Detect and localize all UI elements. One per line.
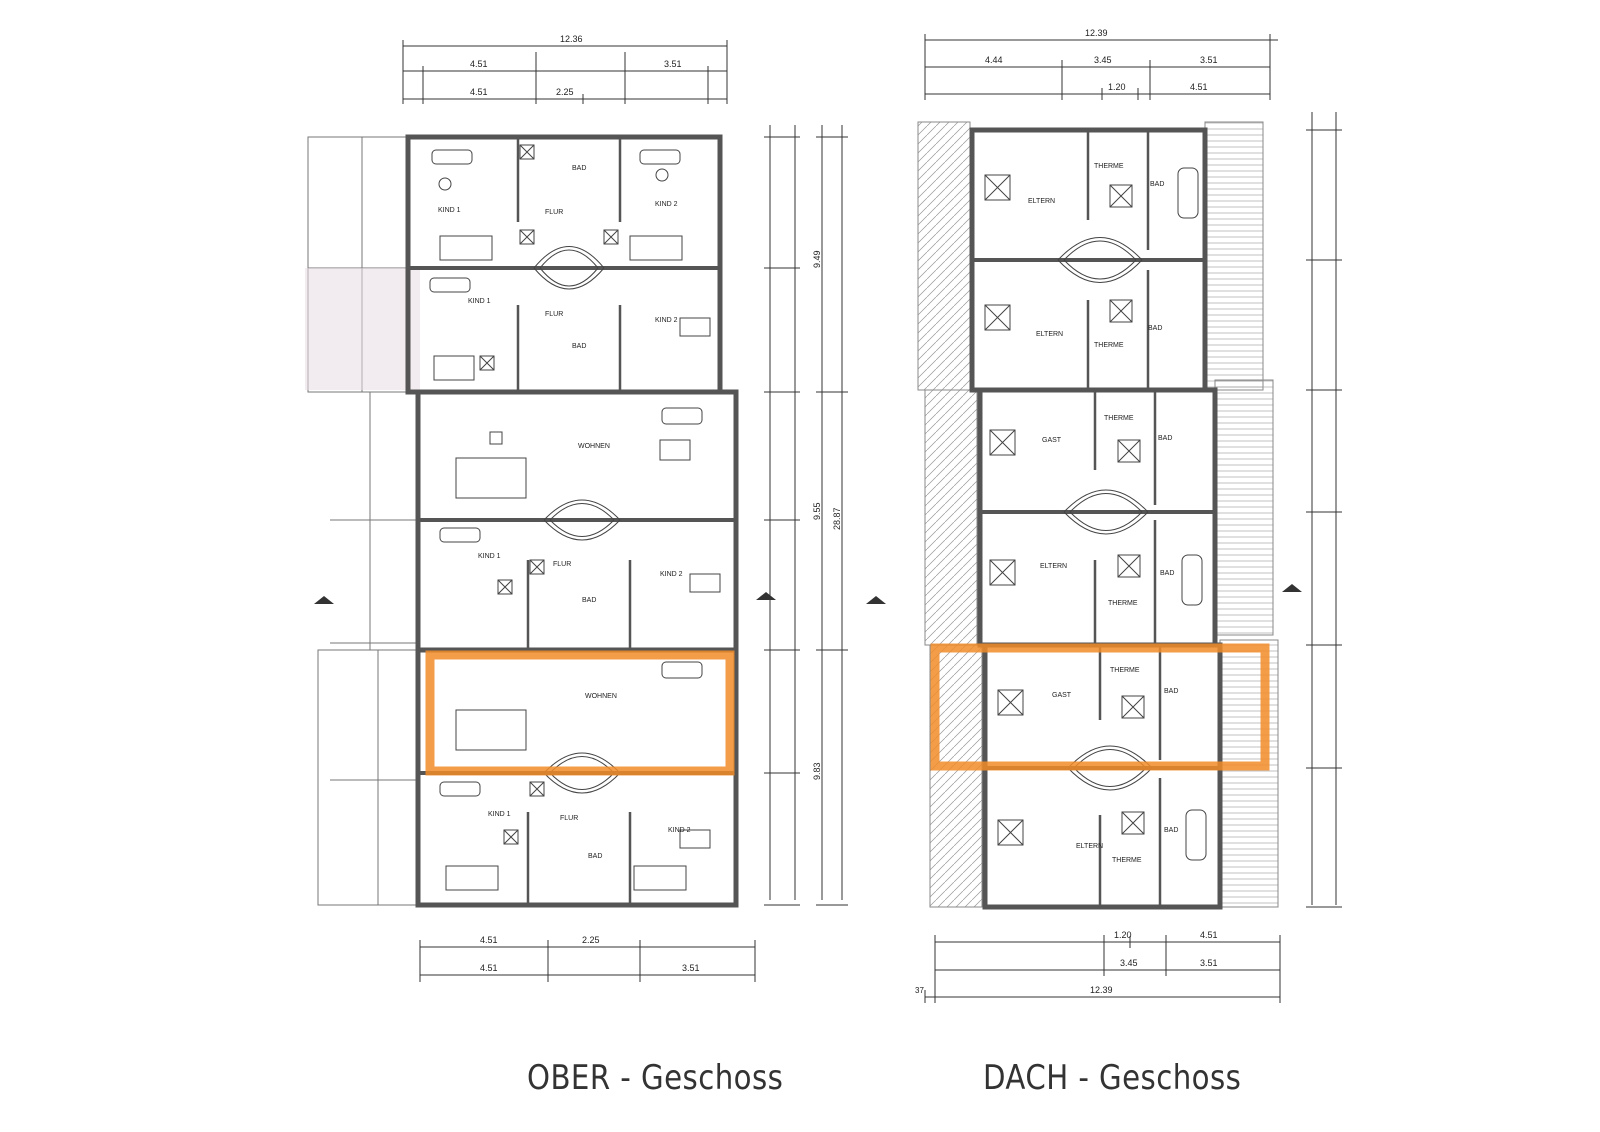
dach-bdim-r1-a: 1.20	[1114, 930, 1132, 940]
ober-side-dim-total: 28.87	[832, 507, 842, 530]
room-label: ELTERN	[1040, 563, 1067, 570]
ober-geschoss-plan: 12.36 4.51 3.51 4.51 2.25	[305, 34, 848, 982]
ober-side-dim-1: 9.49	[812, 250, 822, 268]
ober-dim-total: 12.36	[560, 34, 583, 44]
ober-furniture	[429, 149, 721, 891]
room-label: BAD	[1164, 827, 1178, 834]
room-label: THERME	[1108, 600, 1138, 607]
dach-building-walls	[969, 127, 1223, 910]
dach-dim-r2-b: 4.51	[1190, 82, 1208, 92]
dach-highlight-gast	[930, 643, 1270, 771]
room-label: THERME	[1094, 163, 1124, 170]
section-marker-icon	[1282, 584, 1302, 592]
room-label: WOHNEN	[578, 443, 610, 450]
ober-bdim-r2-a: 4.51	[480, 963, 498, 973]
dach-bdim-r1-b: 4.51	[1200, 930, 1218, 940]
room-label: KIND 2	[655, 201, 678, 208]
dach-party-walls	[972, 258, 1220, 770]
room-label: FLUR	[545, 209, 563, 216]
room-label: ELTERN	[1028, 198, 1055, 205]
ober-side-dim-3: 9.83	[812, 762, 822, 780]
section-marker-icon	[756, 592, 776, 600]
dach-stairs	[1057, 237, 1153, 791]
dach-dim-r1-c: 3.51	[1200, 55, 1218, 65]
section-marker-icon	[866, 596, 886, 604]
room-label: BAD	[572, 343, 586, 350]
dach-roof-slopes	[917, 121, 1279, 908]
room-label: GAST	[1052, 692, 1072, 699]
room-label: WOHNEN	[585, 693, 617, 700]
room-label: BAD	[1160, 570, 1174, 577]
ober-stairs	[533, 246, 621, 794]
ober-bdim-r1-b: 2.25	[582, 935, 600, 945]
room-label: KIND 1	[488, 811, 511, 818]
ober-dim-r2-b: 2.25	[556, 87, 574, 97]
dach-room-labels: ELTERN THERME BAD ELTERN THERME BAD GAST…	[1028, 163, 1178, 864]
dach-bdim-r2-b: 3.51	[1200, 958, 1218, 968]
dach-dim-r1-a: 4.44	[985, 55, 1003, 65]
ober-side-dimensions	[764, 125, 848, 906]
dach-storage-boxes	[984, 174, 1145, 846]
room-label: FLUR	[545, 311, 563, 318]
dach-dim-total: 12.39	[1085, 28, 1108, 38]
room-label: FLUR	[553, 561, 571, 568]
room-label: FLUR	[560, 815, 578, 822]
ober-balconies	[307, 136, 419, 906]
room-label: BAD	[572, 165, 586, 172]
room-label: KIND 2	[660, 571, 683, 578]
section-marker-icon	[314, 596, 334, 604]
dach-bathtubs	[1177, 167, 1207, 861]
room-label: BAD	[1164, 688, 1178, 695]
room-label: KIND 1	[438, 207, 461, 214]
room-label: KIND 2	[655, 317, 678, 324]
ober-dim-r2-a: 4.51	[470, 87, 488, 97]
room-label: BAD	[1150, 181, 1164, 188]
dach-bdim-total: 12.39	[1090, 985, 1113, 995]
dach-bdim-offset: 37	[915, 986, 924, 995]
room-label: BAD	[582, 597, 596, 604]
ober-dim-r1-b: 3.51	[664, 59, 682, 69]
ober-top-dimensions	[402, 40, 728, 104]
room-label: THERME	[1104, 415, 1134, 422]
dach-side-dimensions	[1306, 112, 1342, 908]
room-label: KIND 1	[468, 298, 491, 305]
room-label: BAD	[588, 853, 602, 860]
room-label: BAD	[1158, 435, 1172, 442]
ober-bdim-r2-b: 3.51	[682, 963, 700, 973]
dach-top-dimensions	[924, 34, 1278, 100]
dach-inner-walls	[1086, 130, 1162, 907]
room-label: THERME	[1094, 342, 1124, 349]
room-label: KIND 2	[668, 827, 691, 834]
ober-room-labels: KIND 1 FLUR BAD KIND 2 KIND 1 FLUR BAD K…	[438, 165, 691, 860]
ober-dim-r1-a: 4.51	[470, 59, 488, 69]
ober-bottom-dimensions	[419, 940, 756, 982]
room-label: KIND 1	[478, 553, 501, 560]
ober-stain	[305, 268, 420, 390]
dach-geschoss-plan: 12.39 4.44 3.45 3.51 1.20 4.51	[866, 28, 1342, 1003]
dach-geschoss-caption: DACH - Geschoss	[983, 1058, 1242, 1098]
dach-dim-r2-a: 1.20	[1108, 82, 1126, 92]
ober-inner-walls	[516, 137, 632, 905]
dach-bdim-r2-a: 3.45	[1120, 958, 1138, 968]
ober-bdim-r1-a: 4.51	[480, 935, 498, 945]
room-label: BAD	[1148, 325, 1162, 332]
room-label: THERME	[1112, 857, 1142, 864]
room-label: THERME	[1110, 667, 1140, 674]
room-label: ELTERN	[1036, 331, 1063, 338]
room-label: GAST	[1042, 437, 1062, 444]
ober-side-dim-2: 9.55	[812, 502, 822, 520]
room-label: ELTERN	[1076, 843, 1103, 850]
dach-bottom-dimensions	[924, 935, 1281, 1003]
dach-dim-r1-b: 3.45	[1094, 55, 1112, 65]
ober-highlight-wohnen	[425, 650, 735, 776]
ober-storage-boxes	[479, 144, 619, 845]
ober-geschoss-caption: OBER - Geschoss	[527, 1058, 784, 1098]
